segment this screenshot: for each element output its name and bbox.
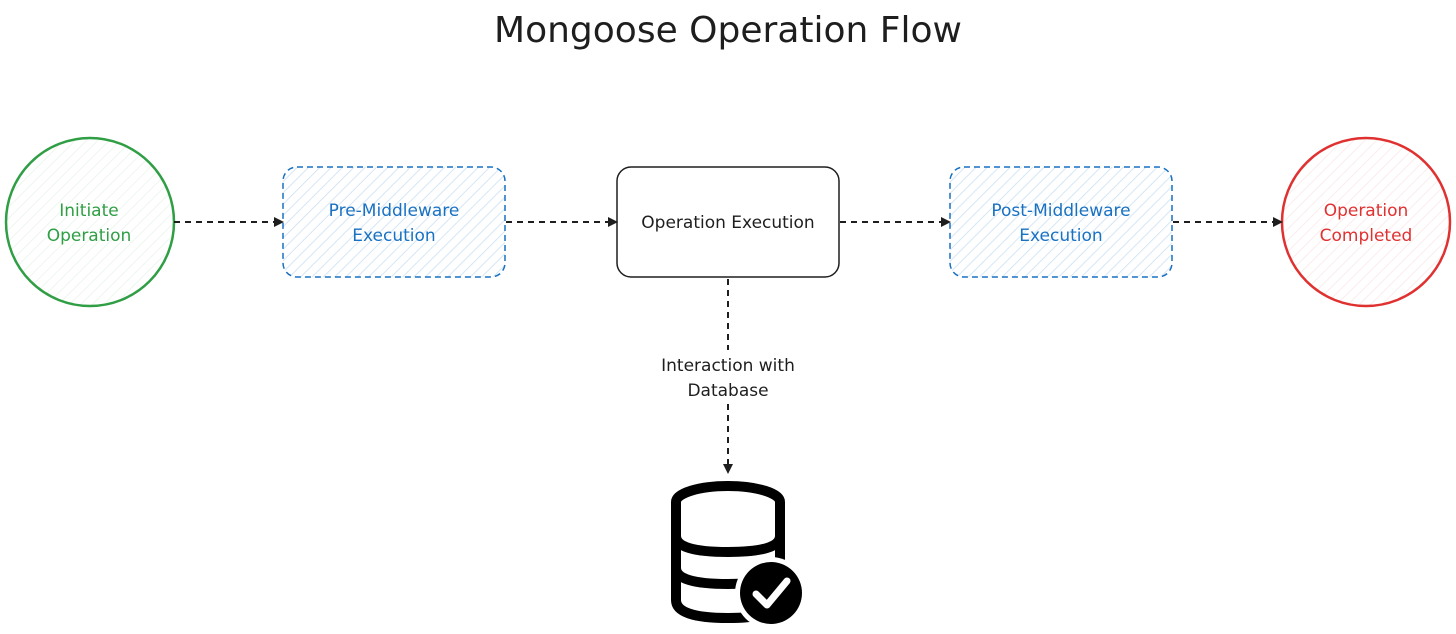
post-middleware-label-line1: Post-Middleware <box>991 201 1130 221</box>
initiate-circle <box>4 136 176 308</box>
edge-label-database: Interaction with Database <box>661 356 795 401</box>
completed-circle <box>1280 136 1452 308</box>
edge-label-line1: Interaction with <box>661 356 795 376</box>
node-pre-middleware: Pre-Middleware Execution <box>282 166 506 278</box>
pre-middleware-label-line1: Pre-Middleware <box>329 201 460 221</box>
pre-middleware-box <box>282 166 506 278</box>
diagram-title: Mongoose Operation Flow <box>494 10 962 51</box>
node-initiate-operation: Initiate Operation <box>4 136 176 308</box>
post-middleware-box <box>949 166 1173 278</box>
node-operation-execution: Operation Execution <box>616 166 840 278</box>
node-post-middleware: Post-Middleware Execution <box>949 166 1173 278</box>
pre-middleware-label-line2: Execution <box>352 226 435 246</box>
post-middleware-label-line2: Execution <box>1019 226 1102 246</box>
initiate-label-line2: Operation <box>47 226 132 246</box>
edge-label-line2: Database <box>687 381 768 401</box>
operation-execution-label: Operation Execution <box>641 213 814 233</box>
completed-label-line1: Operation <box>1324 201 1409 221</box>
completed-label-line2: Completed <box>1320 226 1413 246</box>
node-operation-completed: Operation Completed <box>1280 136 1452 308</box>
initiate-label-line1: Initiate <box>59 201 118 221</box>
database-check-icon <box>671 481 807 629</box>
